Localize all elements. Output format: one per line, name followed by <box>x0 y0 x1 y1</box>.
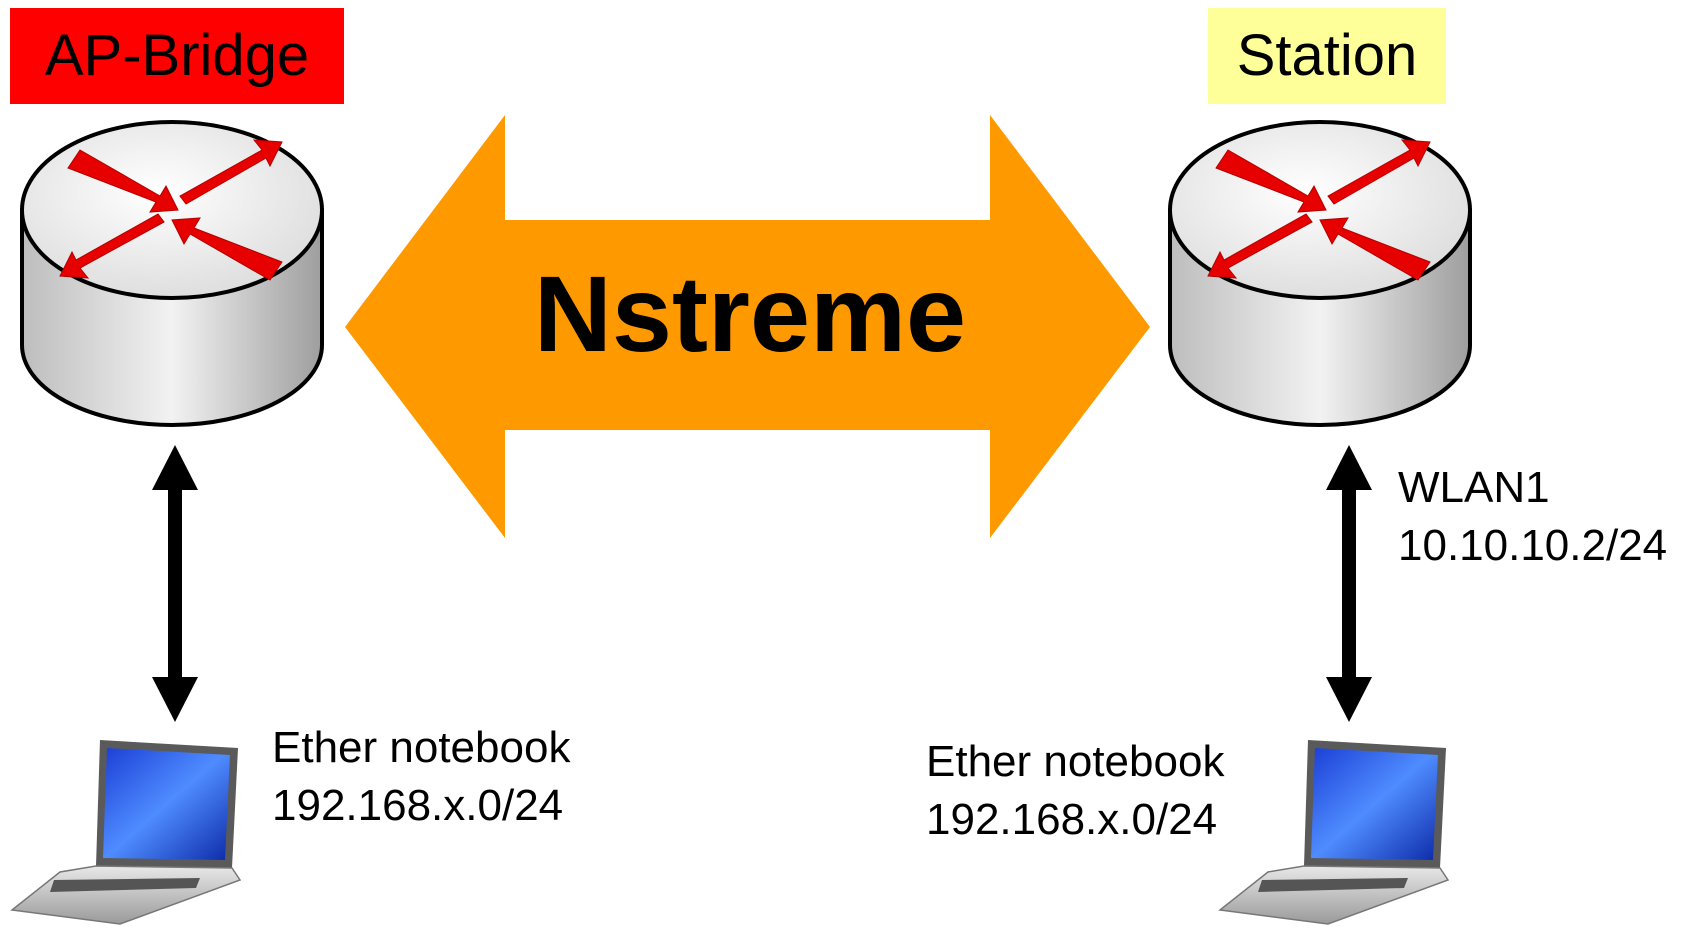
ap-bridge-router-icon <box>20 120 324 427</box>
station-interface-ip: 10.10.10.2/24 <box>1398 521 1668 570</box>
ap-bridge-ethernet-link-arrow <box>152 445 198 722</box>
ap-bridge-laptop-icon <box>10 740 242 925</box>
station-laptop-icon <box>1218 740 1450 925</box>
ap-bridge-client-name: Ether notebook <box>272 723 571 772</box>
station-client-subnet: 192.168.x.0/24 <box>926 795 1218 844</box>
station-wlan-link-arrow <box>1326 445 1372 722</box>
ap-bridge-label: AP-Bridge <box>44 23 310 88</box>
station-client-info: Ether notebook 192.168.x.0/24 <box>926 733 1224 849</box>
nstreme-double-arrow <box>345 115 1150 538</box>
station-interface-info: WLAN1 10.10.10.2/24 <box>1398 459 1667 575</box>
ap-bridge-client-subnet: 192.168.x.0/24 <box>272 781 564 830</box>
station-label-bg <box>1208 8 1446 104</box>
station-router-icon <box>1168 120 1472 427</box>
ap-bridge-client-info: Ether notebook 192.168.x.0/24 <box>272 719 570 835</box>
station-label: Station <box>1236 23 1418 88</box>
station-interface-name: WLAN1 <box>1398 463 1550 512</box>
nstreme-link-label: Nstreme <box>533 253 967 374</box>
ap-bridge-label-bg <box>10 8 344 104</box>
station-client-name: Ether notebook <box>926 737 1225 786</box>
